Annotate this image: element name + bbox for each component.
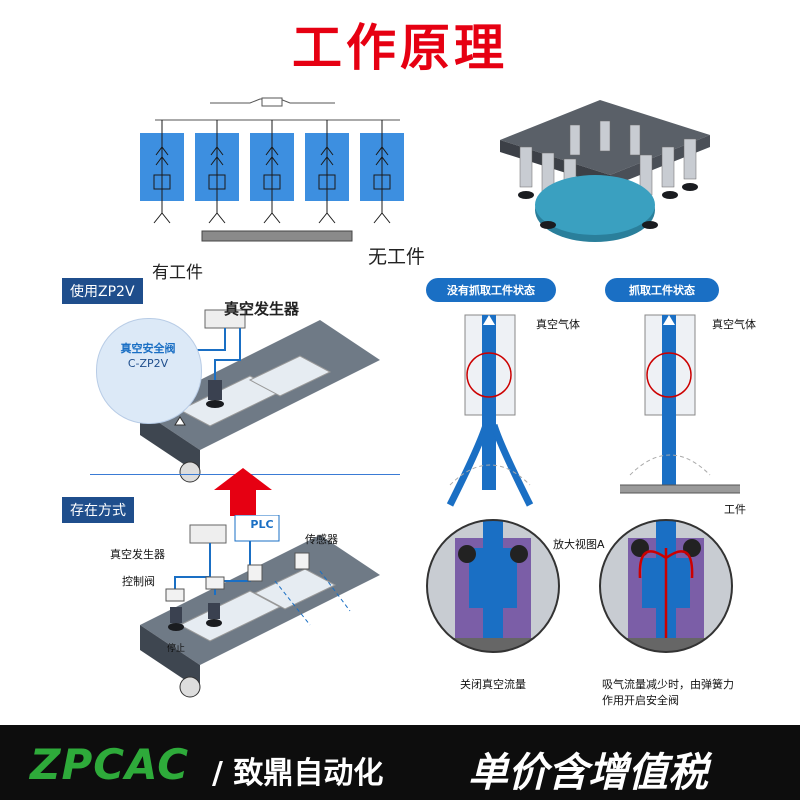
label-vacuum-generator-top: 真空发生器 — [224, 300, 300, 318]
valve-name: 真空安全阀 — [120, 342, 176, 355]
up-arrow-icon — [214, 468, 272, 516]
conveyor-with-zp2v — [140, 309, 380, 483]
label-without-workpiece: 无工件 — [368, 246, 426, 268]
pill-not-gripping: 没有抓取工件状态 — [426, 278, 556, 302]
label-vacuum-gas-right: 真空气体 — [712, 318, 756, 331]
label-workpiece: 工件 — [724, 503, 746, 516]
label-vacuum-generator-bottom: 真空发生器 — [110, 548, 165, 561]
magnified-view-right — [599, 519, 733, 653]
pill-gripping: 抓取工件状态 — [605, 278, 719, 302]
valve-section-right — [620, 314, 740, 494]
label-control-valve: 控制阀 — [122, 575, 155, 588]
page-title: 工作原理 — [292, 19, 508, 77]
valve-section-left — [446, 314, 534, 507]
vacuum-manifold-illustration — [500, 100, 710, 242]
plc-box-label: PLC — [250, 518, 274, 531]
tax-note: 单价含增值税 — [468, 750, 708, 796]
label-with-workpiece: 有工件 — [152, 263, 203, 283]
zp2v-callout-bubble — [96, 318, 202, 424]
label-sensor: 传感器 — [305, 533, 338, 546]
tag-use-zp2v: 使用ZP2V — [62, 278, 143, 304]
brand-chinese-name: / 致鼎自动化 — [212, 756, 384, 791]
circuit-diagram — [140, 97, 404, 242]
caption-right-line2: 作用开启安全阀 — [602, 694, 679, 707]
caption-right-line1: 吸气流量减少时，由弹簧力 — [602, 678, 734, 691]
tag-existing-method: 存在方式 — [62, 497, 134, 523]
caption-left: 关闭真空流量 — [460, 678, 526, 691]
label-vacuum-gas-left: 真空气体 — [536, 318, 580, 331]
brand-logo: ZPCAC — [30, 740, 190, 789]
conveyor-existing — [140, 515, 380, 698]
label-magnified-view: 放大视图A — [553, 538, 605, 551]
valve-model: C-ZP2V — [127, 357, 169, 370]
label-stop: 停止 — [167, 644, 186, 654]
footer-bar — [0, 725, 800, 800]
magnified-view-left — [426, 519, 560, 653]
